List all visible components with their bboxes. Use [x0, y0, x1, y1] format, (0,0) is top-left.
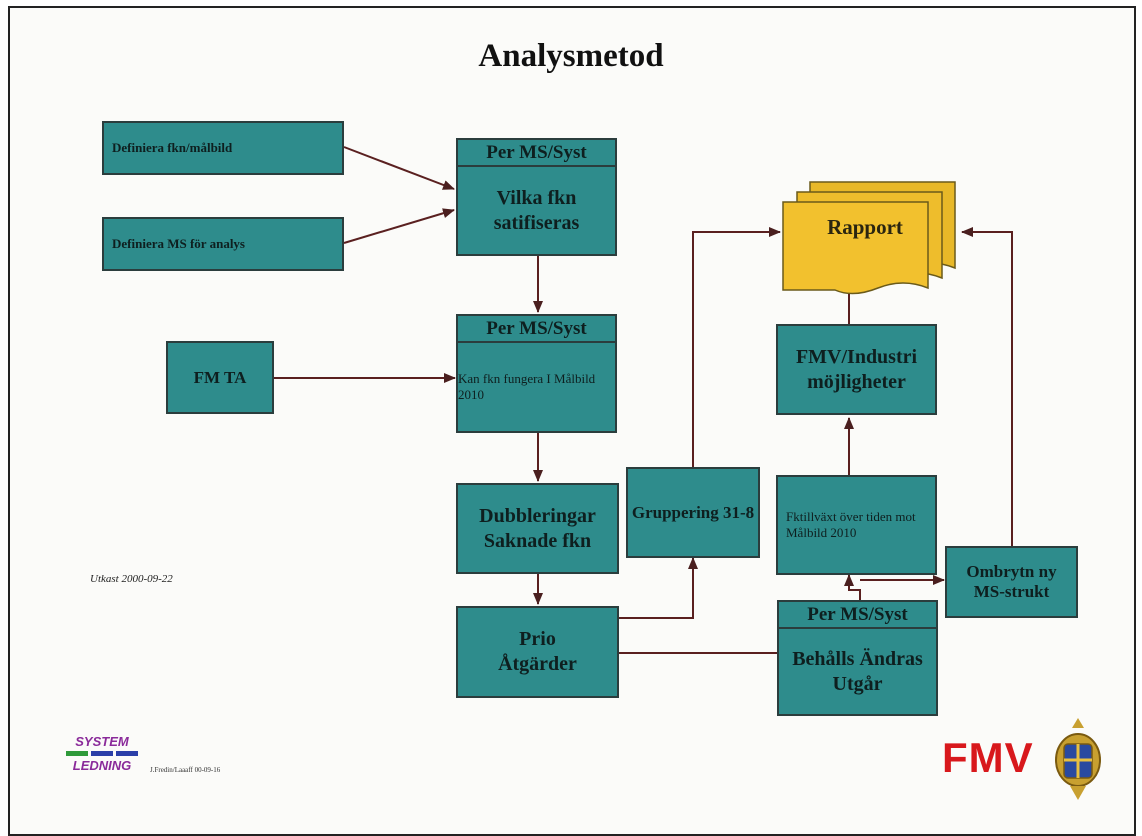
- author-note: J.Fredin/Laaaff 00-09-16: [150, 766, 221, 774]
- definiera-fkn-box: Definiera fkn/målbild: [102, 121, 344, 175]
- kan-fkn-header: Per MS/Syst: [458, 316, 615, 343]
- arrow-behalls-to-fktillvaxt: [844, 574, 861, 600]
- vilka-fkn-header: Per MS/Syst: [458, 140, 615, 167]
- logo-bars: [62, 751, 142, 756]
- fktillvaxt-label: Fktillväxt över tiden mot Målbild 2010: [786, 509, 916, 540]
- arrow-definiera-ms: [343, 208, 455, 244]
- ombrytn-label: Ombrytn ny MS-strukt: [966, 562, 1057, 601]
- system-ledning-logo: SYSTEM LEDNING: [62, 734, 142, 773]
- fmv-industri-label: FMV/Industri möjligheter: [795, 345, 918, 393]
- draft-date: Utkast 2000-09-22: [90, 573, 173, 585]
- behalls-box: Per MS/Syst Behålls Ändras Utgår: [777, 600, 938, 716]
- prio-box: Prio Åtgärder: [456, 606, 619, 698]
- rapport-shape: [782, 181, 956, 295]
- vilka-fkn-box: Per MS/Syst Vilka fkn satifiseras: [456, 138, 617, 256]
- prio-label: Prio Åtgärder: [498, 628, 577, 675]
- definiera-ms-box: Definiera MS för analys: [102, 217, 344, 271]
- vilka-fkn-body: Vilka fkn satifiseras: [493, 186, 580, 234]
- rapport-label: Rapport: [827, 215, 903, 239]
- fktillvaxt-box: Fktillväxt över tiden mot Målbild 2010: [776, 475, 937, 575]
- fmv-crest-icon: [1055, 718, 1101, 800]
- fmv-industri-box: FMV/Industri möjligheter: [776, 324, 937, 415]
- arrow-definiera-fkn: [343, 146, 455, 190]
- definiera-fkn-label: Definiera fkn/målbild: [112, 140, 233, 155]
- arrow-ombrytn-to-rapport: [961, 227, 1013, 546]
- logo-line1: SYSTEM: [75, 734, 129, 749]
- page-title: Analysmetod: [478, 38, 664, 74]
- gruppering-label: Gruppering 31-8: [631, 502, 755, 522]
- behalls-body: Behålls Ändras Utgår: [792, 647, 923, 695]
- behalls-header: Per MS/Syst: [779, 602, 936, 629]
- definiera-ms-label: Definiera MS för analys: [112, 236, 245, 251]
- logo-line2: LEDNING: [72, 758, 132, 773]
- ombrytn-box: Ombrytn ny MS-strukt: [945, 546, 1078, 618]
- dubbleringar-box: Dubbleringar Saknade fkn: [456, 483, 619, 574]
- arrows-layer: [274, 146, 1013, 654]
- kan-fkn-box: Per MS/Syst Kan fkn fungera I Målbild 20…: [456, 314, 617, 433]
- fm-ta-label: FM TA: [193, 367, 247, 387]
- gruppering-box: Gruppering 31-8: [626, 467, 760, 558]
- arrow-prio-to-gruppering: [592, 557, 698, 619]
- kan-fkn-body: Kan fkn fungera I Målbild 2010: [458, 371, 596, 402]
- fm-ta-box: FM TA: [166, 341, 274, 414]
- arrow-gruppering-to-rapport: [692, 227, 781, 467]
- fmv-logo: FMV: [942, 734, 1034, 781]
- dubbleringar-label: Dubbleringar Saknade fkn: [479, 504, 596, 552]
